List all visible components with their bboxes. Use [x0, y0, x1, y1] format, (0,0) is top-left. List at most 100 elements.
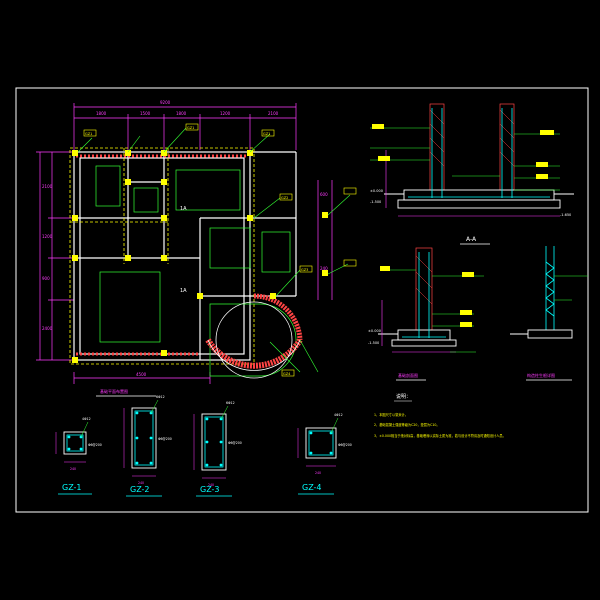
column-marker — [125, 179, 131, 185]
drawing-circle — [329, 451, 333, 455]
gz2-outline — [131, 407, 157, 469]
detail-footing — [378, 329, 457, 347]
drawing-circle — [149, 436, 153, 440]
drawing-rect — [175, 169, 241, 211]
column-section-gz3: 6Φ12 Φ6@200 240 GZ-3 — [193, 401, 242, 497]
note-item: 3、±0.000相当于绝对标高，基础埋深以实际土质为准，若与设计不符请及时通知设… — [374, 433, 506, 438]
elevation-tag: ±0.000 — [370, 189, 383, 193]
foundation-plan: 9200 1800 1500 1800 1200 2100 2100 1200 … — [36, 100, 357, 397]
column-marker — [247, 150, 253, 156]
drawing-circle — [67, 447, 71, 451]
column-root-title: 构造柱生根详图 — [527, 372, 555, 378]
drawing-rect — [460, 322, 472, 327]
drawing-circle — [215, 301, 293, 379]
gz4-leader — [330, 417, 339, 434]
column-section-gz1: 4Φ12 Φ6@200 240 GZ-1 — [55, 417, 102, 495]
column-marker — [161, 350, 167, 356]
column-tag: GZ4 — [283, 372, 291, 376]
plan-grid-labels: 1A 1A — [180, 206, 187, 294]
drawing-circle — [205, 463, 209, 467]
drawing-circle — [79, 447, 83, 451]
gz4-label: GZ-4 — [302, 483, 322, 492]
dim-top-1: 1800 — [96, 111, 107, 116]
drawing-rect — [462, 272, 474, 277]
plan-tag-boxes — [83, 123, 357, 377]
drawing-rect — [343, 187, 357, 195]
column-marker — [161, 215, 167, 221]
notes-heading: 说明： — [396, 393, 411, 400]
elevation-tag: -1.500 — [368, 341, 379, 345]
drawing-line — [127, 135, 141, 153]
gz1-leader — [80, 421, 89, 438]
gz1-stirrup — [66, 434, 84, 452]
drawing-circle — [219, 463, 223, 467]
gz3-stirrup — [204, 416, 224, 468]
gz2-size: 240 — [138, 481, 144, 485]
gz4-stirrup — [308, 430, 334, 456]
gz2-rebar: 6Φ12 — [156, 395, 165, 399]
drawing-frame — [15, 87, 589, 513]
drawing-path — [205, 338, 303, 369]
column-root-detail: 构造柱生根详图 — [510, 246, 588, 381]
drawing-rect — [99, 271, 161, 343]
column-marker — [322, 270, 328, 276]
drawing-circle — [309, 431, 313, 435]
drawing-line — [327, 263, 349, 275]
drawing-rect — [540, 130, 554, 135]
column-marker — [161, 179, 167, 185]
drawing-rect — [378, 156, 390, 161]
drawing-line — [275, 269, 301, 297]
drawing-rect — [261, 231, 291, 273]
grid-label: 1A — [180, 288, 187, 294]
gz4-dims — [297, 428, 336, 467]
drawing-circle — [135, 411, 139, 415]
drawing-rect — [261, 129, 275, 137]
foundation-section-detail: ±0.000 -1.500 基础剖面图 — [368, 247, 484, 381]
drawing-rect — [95, 165, 121, 207]
section-aa-tags — [372, 124, 554, 179]
gz3-stirrup-label: Φ6@200 — [228, 441, 242, 445]
note-item: 1、本图尺寸以毫米计。 — [374, 412, 408, 417]
column-marker — [72, 357, 78, 363]
dim-left-3: 900 — [42, 276, 50, 281]
dim-left-1: 2100 — [42, 184, 53, 189]
dim-right-2: 240 — [320, 266, 328, 271]
gz3-bars — [205, 417, 223, 467]
plan-title: 基础平面布置图 — [100, 388, 128, 394]
column-marker — [197, 293, 203, 299]
drawing-rect — [281, 369, 295, 377]
column-marker — [72, 150, 78, 156]
drawing-line — [269, 341, 301, 373]
detail-dims — [381, 300, 456, 353]
gz1-label: GZ-1 — [62, 483, 82, 492]
dim-left-4: 2400 — [42, 326, 53, 331]
plan-columns — [72, 150, 328, 363]
notes: 说明： 1、本图尺寸以毫米计。 2、基础混凝土强度等级为C20，垫层为C10。 … — [374, 393, 506, 438]
gz3-label: GZ-3 — [200, 485, 220, 494]
dim-top-3: 1800 — [176, 111, 187, 116]
dim-top-4: 1200 — [220, 111, 231, 116]
drawing-line — [77, 137, 93, 153]
plan-leaders — [77, 127, 351, 373]
gz3-dims — [193, 414, 226, 479]
column-section-gz2: 6Φ12 Φ6@200 240 GZ-2 — [123, 395, 172, 497]
dim-top-overall: 9200 — [160, 100, 171, 105]
drawing-rect — [83, 129, 97, 137]
drawing-rect — [397, 199, 561, 209]
gz1-rebar: 4Φ12 — [82, 417, 91, 421]
column-marker — [125, 150, 131, 156]
gz3-size: 240 — [208, 483, 214, 487]
detail-tags — [380, 266, 474, 327]
gz2-leader — [150, 399, 159, 414]
column-marker — [161, 255, 167, 261]
section-aa: ±0.000 -1.500 -1.650 A-A — [370, 103, 574, 245]
drawing-circle — [135, 436, 139, 440]
column-section-gz4: 4Φ12 Φ6@200 240 GZ-4 — [297, 413, 352, 495]
column-root-rebar — [545, 246, 555, 330]
gz3-leader — [220, 405, 229, 420]
plan-foundation-edges — [69, 147, 255, 365]
gz1-stirrup-label: Φ6@200 — [88, 443, 102, 447]
section-aa-footings — [384, 189, 574, 209]
drawing-rect — [279, 193, 293, 201]
drawing-rect — [185, 123, 199, 131]
